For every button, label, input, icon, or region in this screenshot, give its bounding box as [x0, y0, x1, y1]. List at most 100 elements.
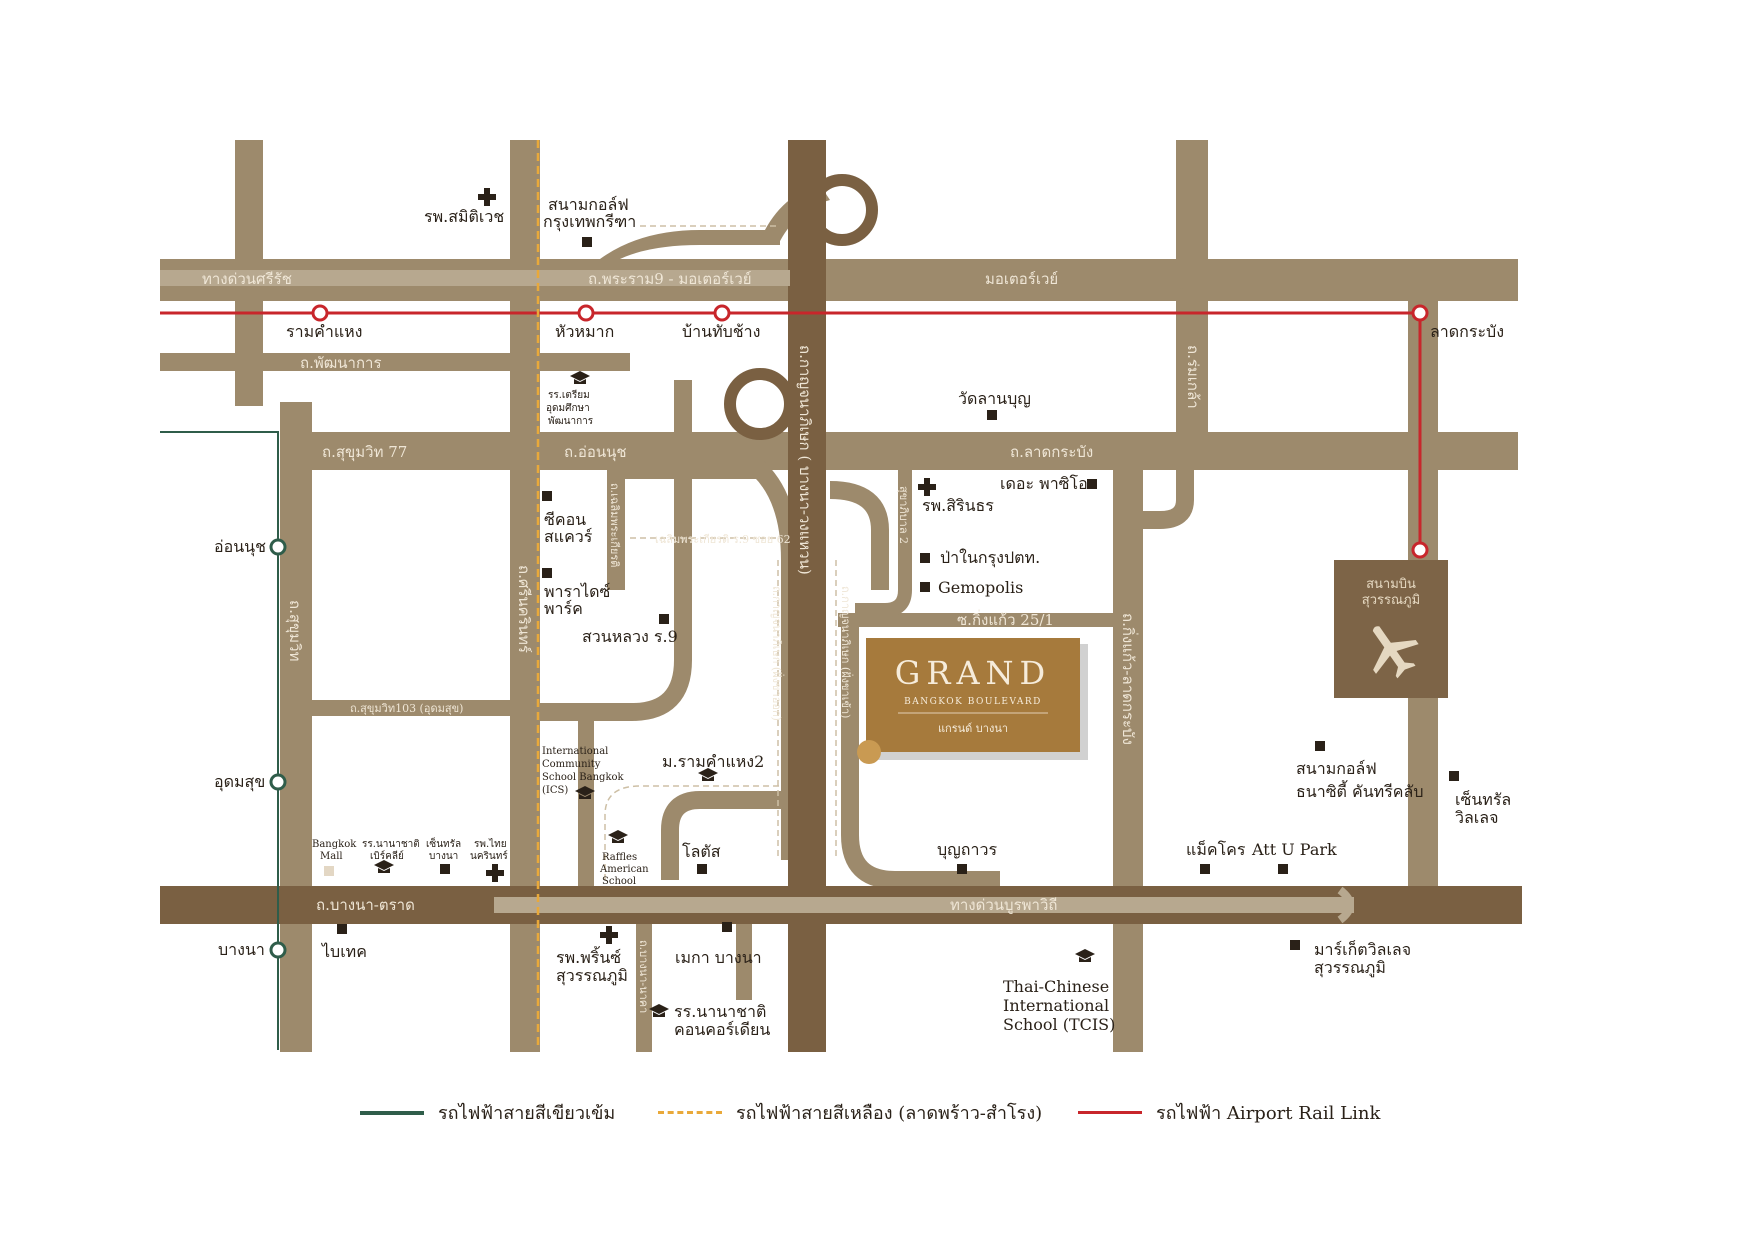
- label-watlanboon: วัดลานบุญ: [958, 389, 1031, 409]
- marker-bunthavorn: [957, 864, 967, 874]
- label-raffles-2: American: [599, 864, 649, 875]
- road-curve-romklao-ramp: [1140, 470, 1194, 529]
- marker-forest: [920, 553, 930, 563]
- label-bangna-link: ถ.บางนา-นาคา: [637, 940, 650, 1013]
- label-frontage-left: ถ.กาญจนาภิเษก (ฝั่งขาออก): [770, 586, 785, 721]
- label-onnut: ถ.อ่อนนุช: [564, 443, 627, 462]
- place-labels: รพ.สมิติเวช สนามกอล์ฟ กรุงเทพกรีฑา รร.เต…: [312, 195, 1511, 1039]
- label-rama9-motorway: ถ.พระราม9 - มอเตอร์เวย์: [588, 270, 752, 288]
- station-labels: รามคำแหง หัวหมาก บ้านทับช้าง ลาดกระบัง อ…: [214, 322, 1504, 959]
- school-icon: [575, 786, 595, 799]
- label-motorway: มอเตอร์เวย์: [985, 270, 1058, 288]
- label-sukhumvit77: ถ.สุขุมวิท 77: [322, 443, 407, 462]
- label-concordian-2: คอนคอร์เดียน: [674, 1020, 770, 1039]
- label-seacon-2: สแควร์: [544, 527, 593, 546]
- label-chalerm-vertical: ถ.เฉลิมพระเกียรติ: [608, 483, 621, 567]
- label-bangna-trat: ถ.บางนา-ตราด: [316, 896, 415, 914]
- road-curve-sukhaphiban: [855, 470, 912, 617]
- hospital-icon: [600, 926, 618, 944]
- label-bangkokmall-2: Mall: [320, 851, 343, 862]
- label-sukhumvit: ถ.สุขุมวิท: [285, 600, 304, 661]
- label-bunthavorn: บุญถาวร: [937, 840, 997, 860]
- label-paseo: เดอะ พาซิโอ: [1000, 474, 1088, 493]
- label-golf2-1: สนามกอล์ฟ: [1296, 759, 1377, 778]
- marker-marketvillage: [1290, 940, 1300, 950]
- project-marker[interactable]: GRAND BANGKOK BOULEVARD แกรนด์ บางนา: [857, 638, 1088, 764]
- school-icon: [570, 371, 590, 384]
- expressway-burapha: [494, 897, 1354, 913]
- map-legend: รถไฟฟ้าสายสีเขียวเข้ม รถไฟฟ้าสายสีเหลือง…: [0, 1098, 1755, 1132]
- expressway-burapha-end: [1337, 886, 1354, 924]
- airport-marker[interactable]: สนามบิน สุวรรณภูมิ: [1334, 560, 1448, 698]
- label-station-huamak: หัวหมาก: [555, 322, 614, 341]
- road-curve-onnut-loop: [540, 380, 692, 721]
- road-sukhumvit: [280, 402, 312, 1052]
- label-attupark: Att U Park: [1251, 840, 1337, 859]
- label-central-village-1: เซ็นทรัล: [1455, 789, 1511, 809]
- road-curve-east-ramp: [829, 481, 889, 590]
- project-box: [866, 638, 1080, 752]
- label-kingkaew-latkrabang: ถ.กิ่งแก้ว-ลาดกระบัง: [1119, 613, 1139, 745]
- legend-item-red: รถไฟฟ้า Airport Rail Link: [1078, 1098, 1380, 1127]
- label-lotus: โลตัส: [682, 842, 721, 861]
- airport-box: [1334, 560, 1448, 698]
- label-triam-3: พัฒนาการ: [548, 416, 594, 427]
- label-samitivej: รพ.สมิติเวช: [424, 207, 504, 226]
- label-biotec: ไบเทค: [320, 942, 367, 961]
- legend-swatch-green: [360, 1110, 424, 1115]
- school-icon: [1075, 949, 1095, 962]
- station-huamak: [577, 304, 595, 322]
- label-paradise-2: พาร์ค: [544, 599, 583, 618]
- airport-label-2: สุวรรณภูมิ: [1362, 593, 1420, 608]
- label-central-bangna-2: บางนา: [429, 851, 458, 862]
- marker-biotec: [337, 924, 347, 934]
- label-marketvillage-2: สุวรรณภูมิ: [1314, 958, 1386, 978]
- label-tcis-2: International: [1003, 996, 1109, 1015]
- marker-gemopolis: [920, 582, 930, 592]
- label-ics-1: International: [542, 746, 608, 757]
- station-udomsuk: [269, 773, 287, 791]
- label-station-latkrabang: ลาดกระบัง: [1430, 322, 1504, 341]
- road-kingkaew-25-1: [838, 613, 1118, 627]
- label-frontage-right: ถ.กาญจนาภิเษก (ฝั่งขาเข้า): [839, 586, 854, 718]
- label-station-ramkhamhaeng: รามคำแหง: [286, 322, 362, 341]
- legend-label-yellow: รถไฟฟ้าสายสีเหลือง (ลาดพร้าว-สำโรง): [736, 1103, 1043, 1124]
- label-makro: แม็คโคร: [1186, 839, 1246, 859]
- marker-central-bangna: [440, 864, 450, 874]
- marker-paradise: [542, 568, 552, 578]
- label-bangkokmall-1: Bangkok: [312, 839, 357, 850]
- marker-paseo: [1087, 479, 1097, 489]
- road-sukhumvit77-latkrabang: [310, 432, 1518, 470]
- marker-makro: [1200, 864, 1210, 874]
- road-soi-left: [578, 716, 594, 886]
- label-triam-2: อุดมศึกษา: [546, 402, 590, 414]
- label-ramu2: ม.รามคำแหง2: [662, 752, 764, 771]
- project-location-dot: [857, 740, 881, 764]
- place-markers: [324, 188, 1459, 1017]
- marker-golf: [582, 237, 592, 247]
- label-princ-2: สุวรรณภูมิ: [556, 966, 628, 986]
- road-soi-concordian: [636, 920, 652, 1052]
- expressway-srirat: [160, 270, 790, 286]
- project-title: GRAND: [895, 654, 1051, 692]
- marker-bangkokmall: [324, 866, 334, 876]
- label-raffles-3: School: [602, 876, 636, 887]
- station-latkrabang: [1411, 304, 1429, 322]
- road-labels: ทางด่วนศรีรัช ถ.พระราม9 - มอเตอร์เวย์ มอ…: [202, 270, 1202, 1013]
- road-sukhumvit103: [310, 700, 540, 716]
- label-station-banthapchang: บ้านทับช้าง: [682, 322, 760, 341]
- label-raffles-1: Raffles: [602, 852, 637, 863]
- legend-swatch-red: [1078, 1111, 1142, 1114]
- label-golf-1: สนามกอล์ฟ: [548, 195, 629, 214]
- label-golf-2: กรุงเทพกรีฑา: [543, 212, 636, 232]
- expressway-overlays: [160, 270, 1354, 924]
- hospital-icon: [918, 478, 936, 496]
- legend-item-yellow: รถไฟฟ้าสายสีเหลือง (ลาดพร้าว-สำโรง): [658, 1098, 1042, 1127]
- project-thai-name: แกรนด์ บางนา: [938, 722, 1008, 735]
- school-icon: [649, 1004, 669, 1017]
- hospital-icon: [486, 864, 504, 882]
- label-mega: เมกา บางนา: [675, 948, 762, 967]
- label-golf2-2: ธนาซิตี้ คันทรีคลับ: [1296, 780, 1423, 801]
- marker-mega: [722, 922, 732, 932]
